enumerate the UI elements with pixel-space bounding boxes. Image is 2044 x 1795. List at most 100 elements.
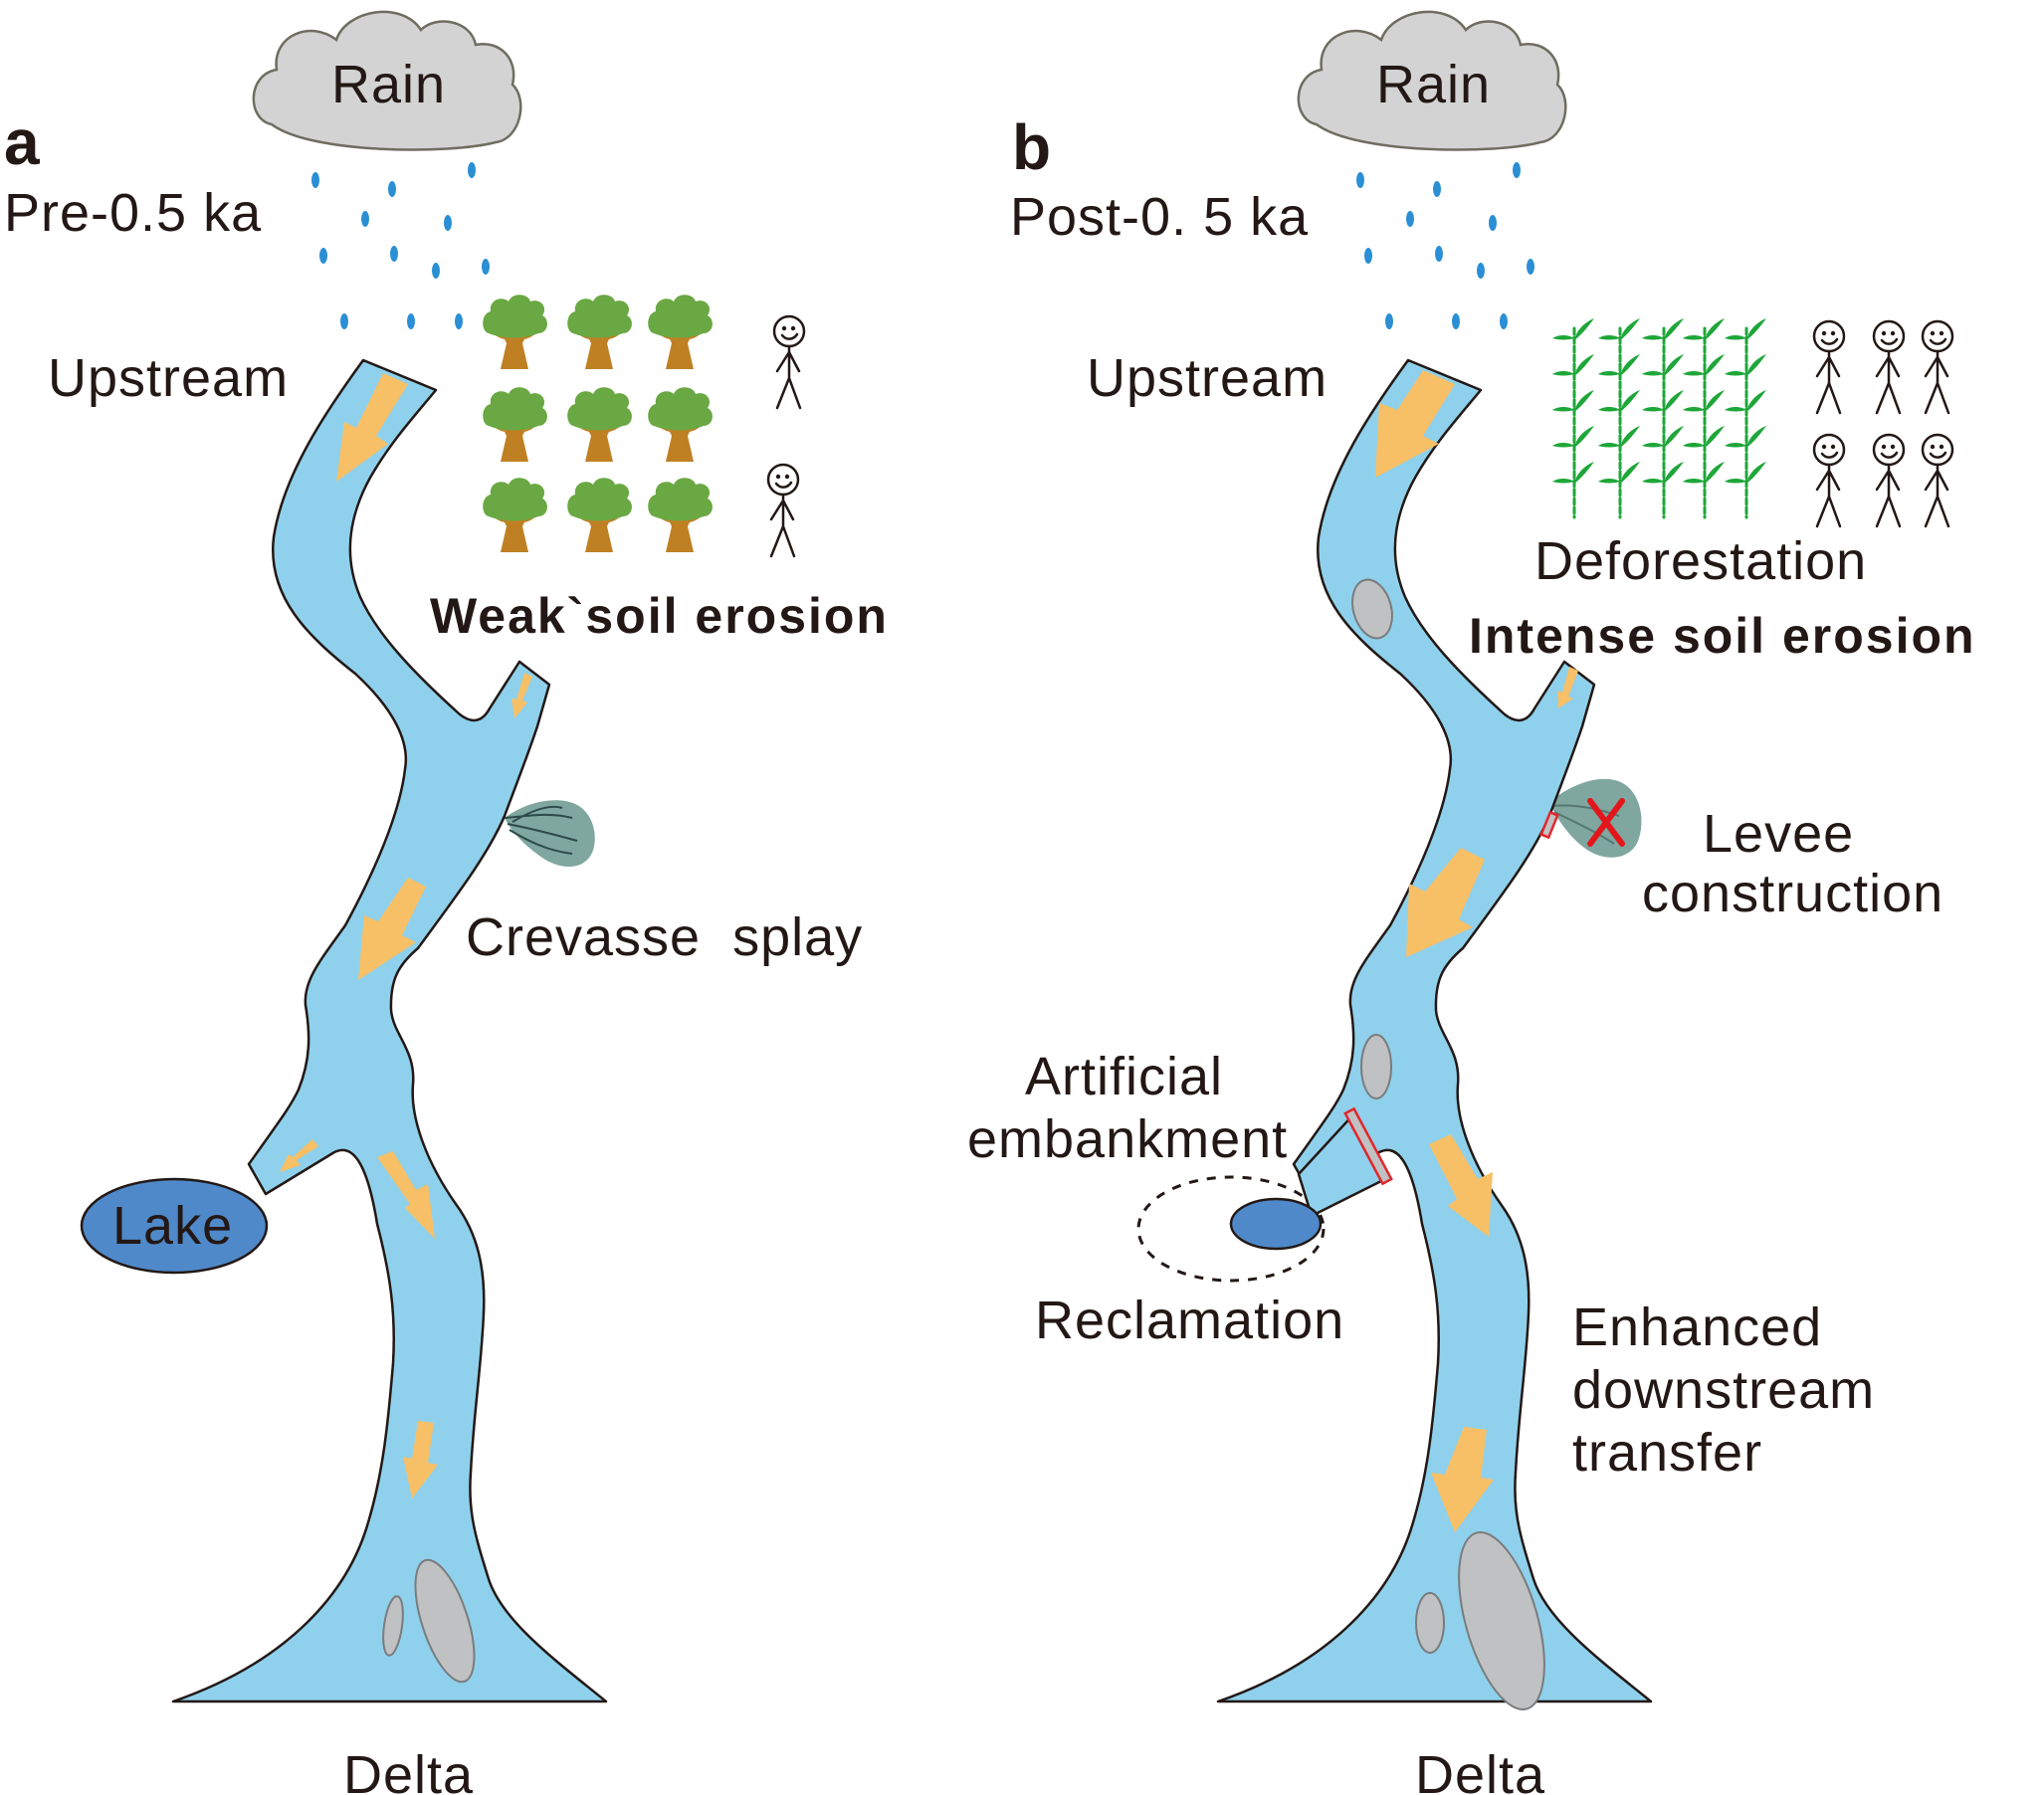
rain-label-b: Rain	[1376, 55, 1491, 114]
period-label-b: Post-0. 5 ka	[1010, 187, 1309, 247]
rain-drop-icon	[1477, 263, 1485, 279]
rain-drop-icon	[340, 313, 348, 329]
rain-drop-icon	[455, 313, 463, 329]
seedling-icon	[1723, 460, 1768, 519]
flow-arrow-icon	[377, 1151, 435, 1239]
upstream-label-b: Upstream	[1087, 348, 1328, 408]
sand-bar	[1458, 1531, 1545, 1710]
rain-drops-a	[311, 162, 490, 329]
rain-drop-icon	[390, 246, 398, 262]
transfer-label-line2: downstream	[1572, 1360, 1875, 1420]
reclamation-boundary	[1136, 1175, 1326, 1283]
transfer-label-line3: transfer	[1572, 1423, 1762, 1483]
rain-drop-icon	[1500, 313, 1508, 329]
rain-drop-icon	[1364, 248, 1372, 264]
sand-bar	[1360, 1034, 1392, 1099]
flow-arrow-icon	[1557, 667, 1578, 708]
blocked-cross-icon	[1587, 798, 1625, 847]
rain-cloud-a: Rain	[252, 10, 522, 151]
rain-drop-icon	[1356, 172, 1364, 188]
person-icon	[1921, 433, 1954, 528]
tree-icon	[483, 295, 547, 369]
rain-drop-icon	[1452, 313, 1460, 329]
rain-drop-icon	[1489, 215, 1497, 231]
sand-bar	[382, 1595, 404, 1657]
seedling-icon	[1640, 460, 1686, 519]
erosion-label-a: Weak`soil erosion	[430, 588, 889, 644]
lake	[80, 1177, 269, 1275]
people-a	[766, 314, 806, 558]
crevasse-splay	[504, 800, 595, 868]
trees-grid	[483, 295, 713, 552]
reclaimed-lake	[1229, 1197, 1323, 1251]
flow-arrow-icon	[511, 673, 532, 718]
deforestation-label: Deforestation	[1534, 531, 1867, 591]
levee-label-line2: construction	[1642, 864, 1943, 923]
rain-drop-icon	[388, 181, 396, 197]
rain-drop-icon	[319, 248, 327, 264]
rain-drop-icon	[1385, 313, 1393, 329]
seedling-icon	[1596, 460, 1642, 519]
period-label-a: Pre-0.5 ka	[4, 183, 262, 243]
panel-a: a Pre-0.5 ka Rain Upstream Weak`soil ero…	[4, 10, 889, 1795]
erosion-label-b: Intense soil erosion	[1469, 608, 1976, 664]
rain-drop-icon	[482, 259, 490, 275]
person-icon	[766, 463, 800, 558]
rain-drop-icon	[444, 215, 452, 231]
lake-label: Lake	[112, 1196, 233, 1256]
person-icon	[1812, 319, 1846, 415]
tree-icon	[648, 478, 713, 552]
flow-arrow-icon	[358, 878, 426, 980]
panel-b: b Post-0. 5 ka Rain Upstream Deforestati…	[967, 10, 1976, 1795]
flow-arrow-icon	[280, 1139, 318, 1172]
flow-arrows-a	[280, 373, 532, 1498]
rain-drop-icon	[1435, 246, 1443, 262]
panel-label-a: a	[4, 106, 40, 178]
rain-cloud-b: Rain	[1297, 10, 1567, 151]
upstream-label-a: Upstream	[48, 348, 289, 408]
reclamation-label: Reclamation	[1035, 1291, 1344, 1350]
sand-bar	[1415, 1592, 1445, 1654]
sand-bar	[414, 1558, 476, 1684]
rain-label-a: Rain	[331, 55, 446, 114]
delta-label-b: Delta	[1415, 1745, 1545, 1795]
rain-drop-icon	[407, 313, 415, 329]
rain-drop-icon	[1433, 181, 1441, 197]
delta-label-a: Delta	[343, 1745, 474, 1795]
embankment-label-line1: Artificial	[1025, 1047, 1223, 1106]
flow-arrow-icon	[336, 373, 408, 482]
person-icon	[1872, 433, 1906, 528]
tree-icon	[483, 478, 547, 552]
seedling-icon	[1550, 460, 1596, 519]
rain-drop-icon	[432, 263, 440, 279]
blocked-crevasse-splay	[1549, 778, 1642, 858]
levee-label-line1: Levee	[1703, 804, 1854, 864]
levee-marker	[1539, 810, 1559, 840]
rain-drop-icon	[1527, 259, 1534, 275]
tree-icon	[567, 387, 632, 462]
rain-drop-icon	[468, 162, 476, 178]
flow-arrow-icon	[1431, 1427, 1494, 1532]
rain-drop-icon	[1513, 162, 1521, 178]
transfer-label-line1: Enhanced	[1572, 1297, 1822, 1357]
tree-icon	[648, 387, 713, 462]
panel-label-b: b	[1012, 111, 1051, 183]
rain-drop-icon	[361, 211, 369, 227]
flow-arrow-icon	[1406, 848, 1485, 957]
tree-icon	[483, 387, 547, 462]
rain-drops-b	[1356, 162, 1534, 329]
rain-drop-icon	[311, 172, 319, 188]
person-icon	[1921, 319, 1954, 415]
sand-bar	[1351, 578, 1393, 640]
people-b	[1812, 319, 1954, 528]
river-channel-a	[171, 358, 608, 1703]
seedling-icon	[1681, 460, 1727, 519]
crevasse-splay-label: Crevasse splay	[466, 907, 863, 967]
embankment-marker	[1343, 1106, 1393, 1186]
embankment-label-line2: embankment	[967, 1109, 1288, 1169]
tree-icon	[567, 295, 632, 369]
rain-drop-icon	[1406, 211, 1414, 227]
person-icon	[1812, 433, 1846, 528]
tree-icon	[567, 478, 632, 552]
